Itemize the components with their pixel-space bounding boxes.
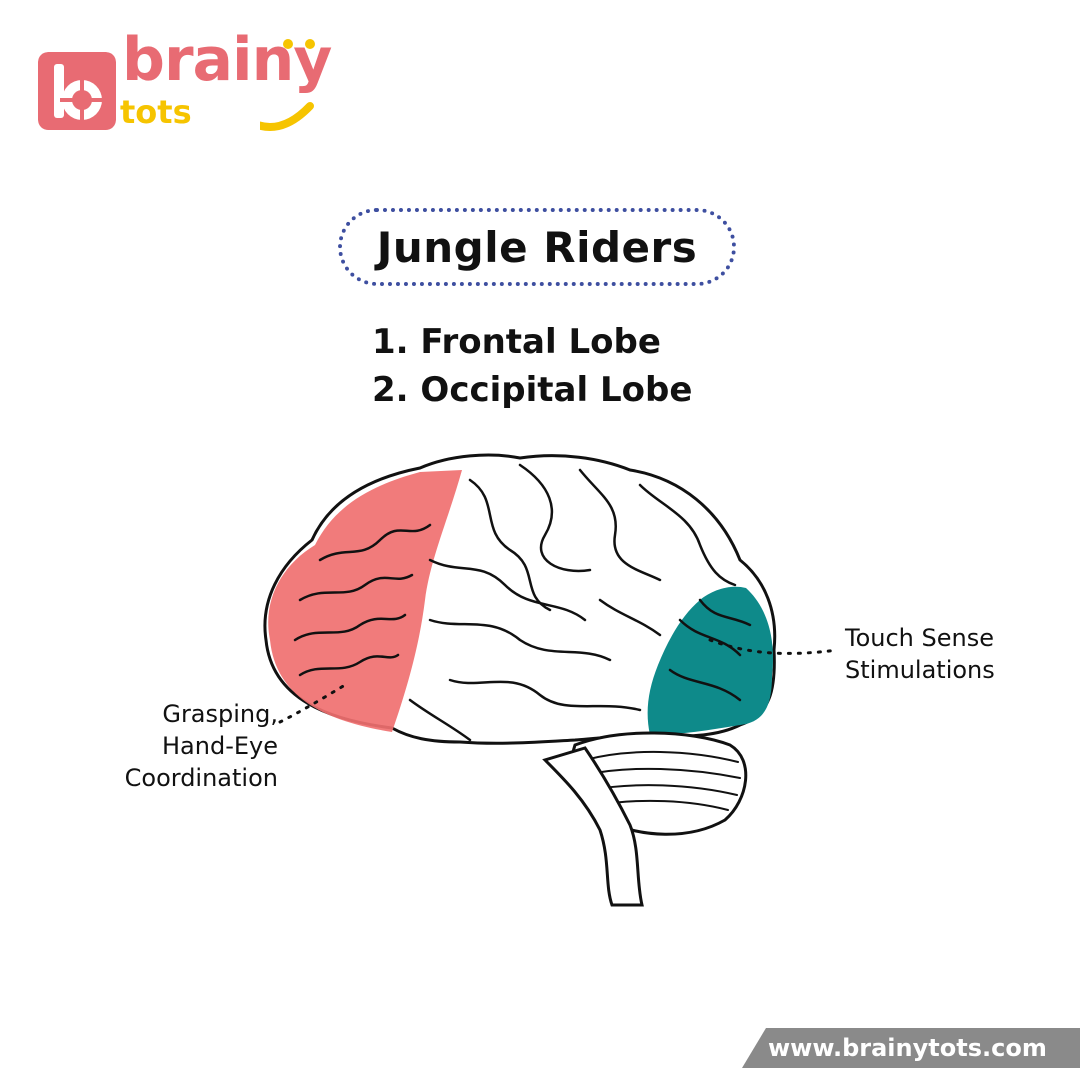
list-item: 1. Frontal Lobe <box>372 322 661 362</box>
logo-word: brainy <box>122 25 332 95</box>
label-frontal: Grasping, Hand-Eye Coordination <box>66 698 278 794</box>
lobe-list: 1. Frontal Lobe 2. Occipital Lobe <box>372 318 692 414</box>
footer-banner <box>742 1028 1080 1068</box>
list-item: 2. Occipital Lobe <box>372 370 693 410</box>
label-line: Stimulations <box>845 656 995 684</box>
label-occipital: Touch Sense Stimulations <box>845 622 1065 686</box>
website-link[interactable]: www.brainytots.com <box>768 1034 1047 1062</box>
label-line: Touch Sense <box>845 624 994 652</box>
brand-logo: brainy tots <box>38 30 332 136</box>
title-badge: Jungle Riders <box>338 208 736 286</box>
logo-badge-icon <box>38 52 116 130</box>
label-line: Grasping, <box>162 700 278 728</box>
occipital-lobe <box>647 586 773 735</box>
page-title: Jungle Riders <box>376 222 698 272</box>
website-footer[interactable]: www.brainytots.com <box>742 1028 1080 1068</box>
logo-smile-icon <box>260 39 315 131</box>
label-line: Coordination <box>124 764 278 792</box>
brain-stem <box>542 746 644 907</box>
right-pointer <box>708 638 840 655</box>
logo-tots: tots <box>120 93 192 131</box>
frontal-lobe <box>268 470 462 732</box>
label-line: Hand-Eye <box>162 732 278 760</box>
